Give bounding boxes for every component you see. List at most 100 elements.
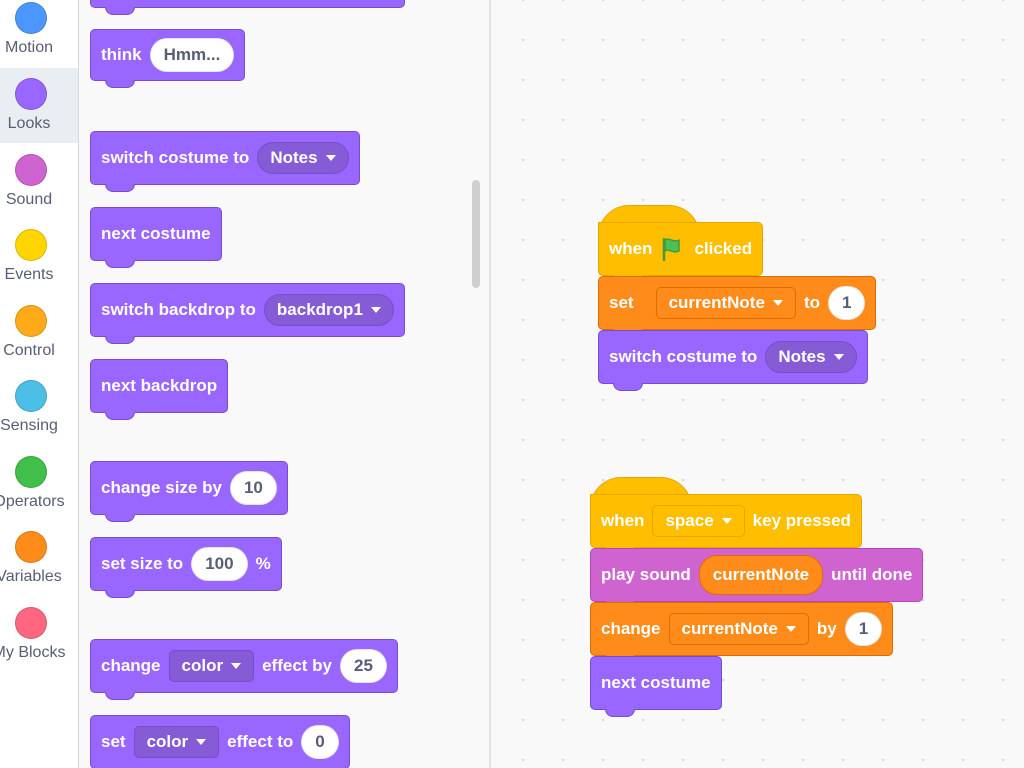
block-label: think: [101, 45, 142, 64]
category-sensing[interactable]: Sensing: [0, 370, 78, 445]
control-dot-icon: [15, 305, 47, 337]
palette-block-think[interactable]: think Hmm...: [90, 29, 246, 88]
when-flag-clicked-block[interactable]: when clicked: [598, 222, 764, 283]
category-events[interactable]: Events: [0, 219, 78, 294]
think-text-input[interactable]: Hmm...: [149, 38, 235, 72]
costume-dropdown[interactable]: Notes: [765, 341, 857, 373]
block-label-2: clicked: [694, 239, 753, 258]
effect-number-input[interactable]: 0: [301, 725, 339, 759]
palette-block-partial[interactable]: [90, 0, 405, 15]
events-dot-icon: [15, 229, 47, 261]
category-control[interactable]: Control: [0, 295, 78, 370]
reporter-value: currentNote: [712, 565, 810, 584]
block-label-2: to: [803, 293, 820, 312]
block-label: play sound: [601, 565, 691, 584]
dropdown-value: currentNote: [668, 293, 765, 312]
looks-dot-icon: [15, 78, 47, 110]
caret-down-icon: [772, 300, 783, 306]
block-label: change: [101, 656, 161, 675]
palette-block-change-size[interactable]: change size by 10: [90, 461, 288, 522]
block-label: when: [601, 511, 645, 530]
caret-down-icon: [325, 155, 336, 161]
category-my-blocks[interactable]: My Blocks: [0, 597, 78, 672]
block-label: next costume: [601, 673, 711, 692]
category-variables[interactable]: Variables: [0, 521, 78, 596]
category-operators[interactable]: Operators: [0, 446, 78, 521]
palette-block-switch-backdrop[interactable]: switch backdrop to backdrop1: [90, 283, 405, 344]
percent-label: %: [255, 554, 271, 573]
block-label-2: by: [816, 619, 837, 638]
key-dropdown[interactable]: space: [652, 505, 745, 537]
category-label: My Blocks: [0, 644, 66, 661]
motion-dot-icon: [15, 2, 47, 34]
change-variable-block[interactable]: change currentNote by 1: [590, 602, 894, 663]
block-label-2: key pressed: [752, 511, 851, 530]
category-label: Operators: [0, 493, 65, 510]
block-label-2: effect by: [262, 656, 333, 675]
switch-costume-block[interactable]: switch costume to Notes: [598, 330, 868, 391]
effect-number-input[interactable]: 25: [340, 649, 387, 683]
category-looks[interactable]: Looks: [0, 68, 78, 143]
value-input[interactable]: 1: [827, 286, 866, 320]
palette-block-switch-costume[interactable]: switch costume to Notes: [90, 131, 360, 192]
sound-dot-icon: [15, 154, 47, 186]
next-costume-block[interactable]: next costume: [590, 656, 722, 717]
variable-dropdown[interactable]: currentNote: [655, 287, 796, 319]
dropdown-value: space: [665, 511, 714, 530]
backdrop-dropdown[interactable]: backdrop1: [263, 294, 394, 326]
palette-block-next-backdrop[interactable]: next backdrop: [90, 359, 229, 420]
green-flag-icon: [663, 237, 681, 261]
caret-down-icon: [370, 307, 381, 313]
palette-block-set-size[interactable]: set size to 100 %: [90, 537, 282, 598]
palette-block-next-costume[interactable]: next costume: [90, 207, 222, 268]
category-label: Events: [4, 266, 54, 283]
block-label: set size to: [101, 554, 184, 573]
palette-block-change-effect[interactable]: change color effect by 25: [90, 639, 398, 700]
effect-dropdown[interactable]: color: [133, 726, 220, 758]
block-label: next backdrop: [101, 376, 218, 395]
variables-dot-icon: [15, 531, 47, 563]
block-label: set: [609, 293, 634, 312]
caret-down-icon: [833, 354, 844, 360]
size-number-input[interactable]: 10: [229, 471, 277, 505]
dropdown-value: Notes: [778, 347, 826, 366]
category-label: Control: [3, 342, 55, 359]
block-label: when: [609, 239, 653, 258]
value-input[interactable]: 1: [844, 612, 883, 646]
set-variable-block[interactable]: set currentNote to 1: [598, 276, 877, 337]
caret-down-icon: [785, 626, 796, 632]
palette-scrollbar[interactable]: [472, 180, 480, 288]
block-label-2: until done: [831, 565, 913, 584]
category-label: Looks: [7, 115, 51, 132]
block-label: next costume: [101, 224, 211, 243]
category-menu: Motion Looks Sound Events Control Sensin…: [0, 0, 79, 768]
block-label: change size by: [101, 478, 222, 497]
block-label: switch costume to: [101, 148, 250, 167]
effect-dropdown[interactable]: color: [168, 650, 255, 682]
palette-divider: [489, 0, 491, 768]
category-motion[interactable]: Motion: [0, 0, 78, 67]
sensing-dot-icon: [15, 380, 47, 412]
caret-down-icon: [231, 663, 242, 669]
block-label: change: [601, 619, 661, 638]
size-number-input[interactable]: 100: [191, 547, 248, 581]
costume-dropdown[interactable]: Notes: [257, 142, 349, 174]
variable-reporter[interactable]: currentNote: [698, 555, 824, 595]
palette-block-set-effect[interactable]: set color effect to 0: [90, 715, 350, 768]
caret-down-icon: [721, 518, 732, 524]
dropdown-value: Notes: [270, 148, 318, 167]
category-sound[interactable]: Sound: [0, 144, 78, 219]
play-sound-until-done-block[interactable]: play sound currentNote until done: [590, 548, 924, 609]
caret-down-icon: [196, 739, 207, 745]
dropdown-value: color: [181, 656, 224, 675]
category-label: Sound: [5, 191, 53, 208]
variable-dropdown[interactable]: currentNote: [668, 613, 809, 645]
code-workspace[interactable]: when clicked set currentNote to 1 switch…: [491, 0, 1024, 768]
block-palette: think Hmm... switch costume to Notes nex…: [79, 0, 489, 768]
block-label-2: effect to: [227, 732, 294, 751]
dropdown-value: backdrop1: [276, 300, 363, 319]
category-label: Sensing: [0, 417, 58, 434]
block-label: switch backdrop to: [101, 300, 256, 319]
when-key-pressed-block[interactable]: when space key pressed: [590, 494, 862, 555]
dropdown-value: color: [146, 732, 189, 751]
